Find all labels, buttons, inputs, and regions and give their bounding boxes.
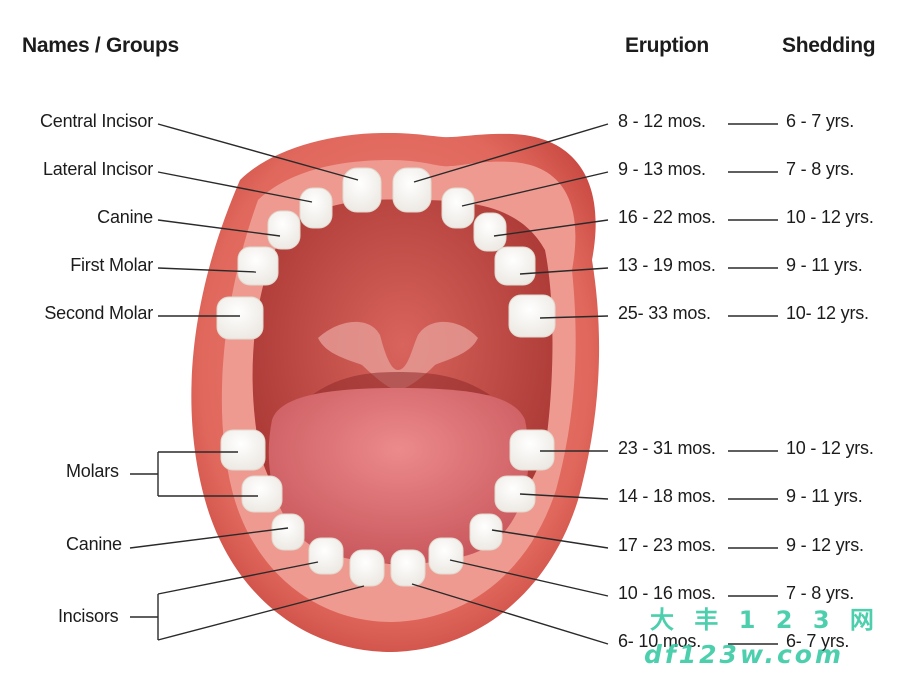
tooth-lower-central-left	[349, 549, 385, 587]
teeth-group	[216, 167, 556, 587]
header-eruption: Eruption	[625, 34, 709, 57]
eruption-lower-5: 6- 10 mos.	[618, 631, 702, 651]
leader-canine-lower	[129, 527, 289, 549]
shedding-upper-4: 9 - 11 yrs.	[786, 255, 863, 275]
shedding-lower-3: 9 - 12 yrs.	[786, 535, 864, 555]
tooth-lower-lateral-left	[308, 537, 344, 575]
label-first-molar: First Molar	[70, 255, 153, 275]
watermark-url: df123w.com	[644, 640, 844, 669]
tooth-lower-lateral-right	[428, 537, 464, 575]
label-lateral-incisor: Lateral Incisor	[42, 159, 153, 179]
tooth-upper-molar2-right	[508, 294, 556, 338]
tooth-upper-central-left	[342, 167, 382, 213]
tooth-upper-molar1-right	[494, 246, 536, 286]
eruption-upper-4: 13 - 19 mos.	[618, 255, 716, 275]
leader-eruption-lower-2	[519, 493, 609, 500]
leader-eruption-upper-3	[493, 219, 609, 237]
leader-eruption-upper-4	[519, 267, 609, 275]
label-molars: Molars	[66, 461, 119, 481]
bracket-incisors-bottom	[157, 585, 365, 641]
leader-central-incisor	[157, 123, 359, 181]
label-incisors: Incisors	[58, 606, 119, 626]
tooth-upper-molar1-left	[237, 246, 279, 286]
leader-lateral-incisor	[157, 171, 313, 203]
tooth-upper-canine-right	[473, 212, 507, 252]
eruption-upper-3: 16 - 22 mos.	[618, 207, 716, 227]
tongue	[268, 388, 529, 564]
tooth-lower-molar1-right	[494, 475, 536, 513]
leader-first-molar	[157, 267, 257, 273]
eruption-lower-1: 23 - 31 mos.	[618, 438, 716, 458]
tooth-lower-canine-left	[271, 513, 305, 551]
shedding-lower-5: 6- 7 yrs.	[786, 631, 850, 651]
eruption-lower-3: 17 - 23 mos.	[618, 535, 716, 555]
leader-eruption-upper-2	[461, 171, 609, 207]
tooth-lower-molar2-left	[220, 429, 266, 471]
eruption-lower-4: 10 - 16 mos.	[618, 583, 716, 603]
leader-eruption-lower-4	[449, 559, 609, 597]
header-shedding: Shedding	[782, 34, 876, 57]
eruption-upper-2: 9 - 13 mos.	[618, 159, 706, 179]
label-canine-upper: Canine	[97, 207, 153, 227]
tooth-upper-lateral-right	[441, 187, 475, 229]
shedding-upper-2: 7 - 8 yrs.	[786, 159, 855, 179]
shedding-upper-3: 10 - 12 yrs.	[786, 207, 874, 227]
tooth-lower-molar1-left	[241, 475, 283, 513]
shedding-lower-4: 7 - 8 yrs.	[786, 583, 855, 603]
label-second-molar: Second Molar	[44, 303, 153, 323]
eruption-upper-1: 8 - 12 mos.	[618, 111, 706, 131]
tooth-lower-molar2-right	[509, 429, 555, 471]
leader-eruption-upper-1	[413, 123, 609, 183]
shedding-upper-5: 10- 12 yrs.	[786, 303, 869, 323]
leader-eruption-lower-5	[411, 583, 609, 645]
tooth-lower-canine-right	[469, 513, 503, 551]
eruption-upper-5: 25- 33 mos.	[618, 303, 711, 323]
label-canine-lower: Canine	[66, 534, 122, 554]
leader-eruption-lower-3	[491, 529, 609, 549]
leader-eruption-upper-5	[539, 315, 609, 319]
leader-canine-upper	[157, 219, 281, 237]
tooth-upper-lateral-left	[299, 187, 333, 229]
shedding-lower-1: 10 - 12 yrs.	[786, 438, 874, 458]
label-central-incisor: Central Incisor	[39, 111, 153, 131]
shedding-lower-2: 9 - 11 yrs.	[786, 486, 863, 506]
shedding-upper-1: 6 - 7 yrs.	[786, 111, 855, 131]
tooth-upper-canine-left	[267, 210, 301, 250]
header-names: Names / Groups	[22, 34, 179, 57]
leader-lines	[129, 123, 778, 645]
bracket-incisors-top	[157, 561, 319, 595]
tooth-lower-central-right	[390, 549, 426, 587]
tooth-upper-central-right	[392, 167, 432, 213]
eruption-lower-2: 14 - 18 mos.	[618, 486, 716, 506]
tooth-upper-molar2-left	[216, 296, 264, 340]
watermark-cn: 大 丰 1 2 3 网	[650, 606, 880, 634]
uvula	[318, 321, 478, 390]
